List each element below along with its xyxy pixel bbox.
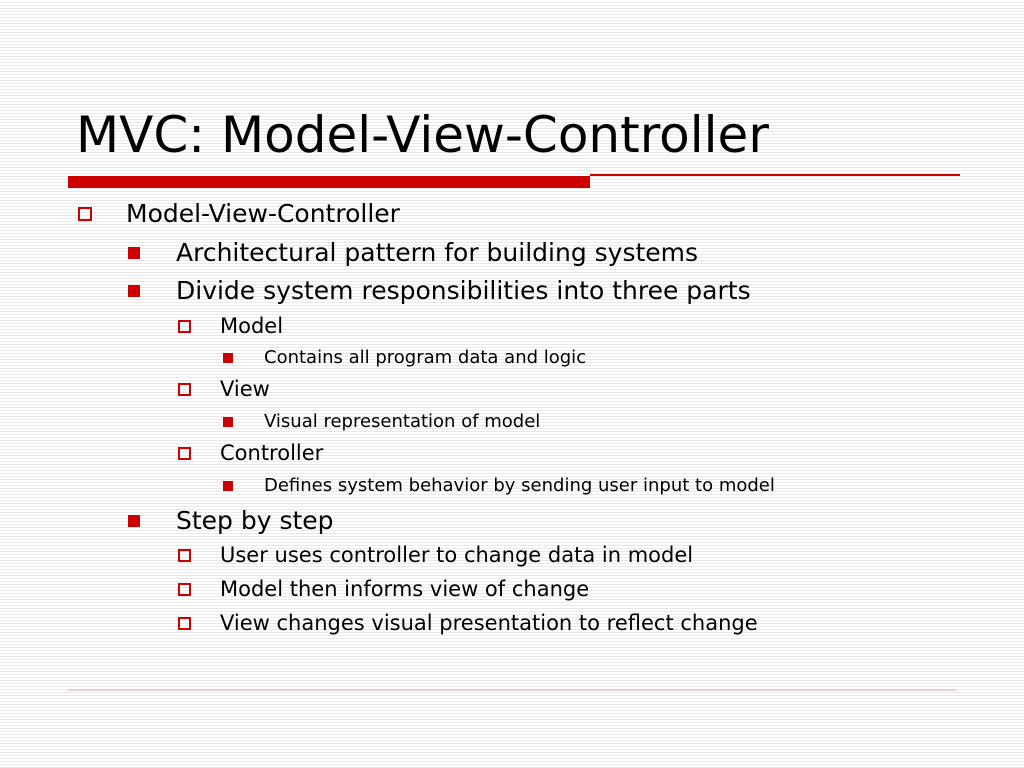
title-underline-thick <box>68 176 590 188</box>
bullet-item-step-by-step: Step by step <box>128 506 334 535</box>
filled-square-bullet-icon <box>223 416 233 427</box>
bullet-item-controller: Controller <box>178 441 323 465</box>
filled-square-bullet-icon <box>128 284 140 297</box>
bullet-item-model-view-controller: Model-View-Controller <box>78 199 400 228</box>
bullet-text: View <box>220 377 270 401</box>
bullet-text: Model-View-Controller <box>126 199 400 228</box>
filled-square-bullet-icon <box>128 246 140 259</box>
bullet-item-architectural-pattern: Architectural pattern for building syste… <box>128 238 698 267</box>
bullet-item-model-description: Contains all program data and logic <box>223 347 586 368</box>
bullet-text: Architectural pattern for building syste… <box>176 238 699 267</box>
bullet-text: View changes visual presentation to refl… <box>220 611 758 635</box>
filled-square-bullet-icon <box>128 514 140 527</box>
hollow-square-bullet-icon <box>178 548 191 562</box>
bullet-text: Defines system behavior by sending user … <box>264 475 775 496</box>
bullet-item-divide-responsibilities: Divide system responsibilities into thre… <box>128 276 751 305</box>
slide-title: MVC: Model-View-Controller <box>76 106 769 164</box>
hollow-square-bullet-icon <box>178 446 191 460</box>
bullet-text: Contains all program data and logic <box>264 347 587 368</box>
bullet-text: User uses controller to change data in m… <box>220 543 694 567</box>
title-underline-thin <box>590 174 960 176</box>
bullet-text: Model <box>220 314 284 338</box>
bullet-text: Model then informs view of change <box>220 577 590 601</box>
bullet-item-step-2: Model then informs view of change <box>178 577 589 601</box>
footer-divider <box>68 689 956 691</box>
bullet-item-view-description: Visual representation of model <box>223 411 540 432</box>
bullet-item-view: View <box>178 377 270 401</box>
bullet-text: Controller <box>220 441 324 465</box>
bullet-item-step-1: User uses controller to change data in m… <box>178 543 693 567</box>
filled-square-bullet-icon <box>223 480 233 491</box>
hollow-square-bullet-icon <box>178 319 191 333</box>
bullet-item-step-3: View changes visual presentation to refl… <box>178 611 758 635</box>
bullet-text: Visual representation of model <box>264 411 541 432</box>
bullet-item-controller-description: Defines system behavior by sending user … <box>223 475 775 496</box>
hollow-square-bullet-icon <box>78 206 92 221</box>
hollow-square-bullet-icon <box>178 616 191 630</box>
filled-square-bullet-icon <box>223 352 233 363</box>
bullet-item-model: Model <box>178 314 283 338</box>
hollow-square-bullet-icon <box>178 382 191 396</box>
hollow-square-bullet-icon <box>178 582 191 596</box>
bullet-text: Step by step <box>176 506 334 535</box>
bullet-text: Divide system responsibilities into thre… <box>176 276 751 305</box>
